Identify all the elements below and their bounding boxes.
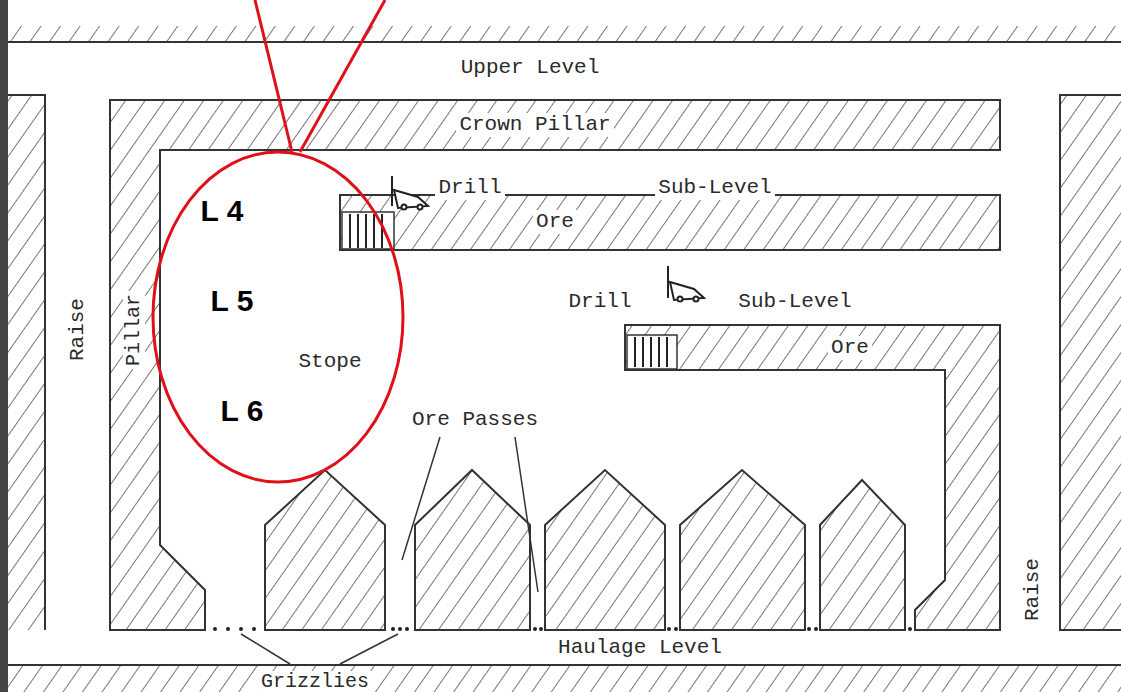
level-name: Haulage Level xyxy=(555,636,725,659)
scan-edge xyxy=(0,0,8,692)
level-number: L 6 xyxy=(218,394,267,427)
blast-holes xyxy=(342,212,394,249)
ore-band xyxy=(625,325,1000,630)
leader-line xyxy=(241,437,538,664)
pillar-rock xyxy=(110,100,1000,630)
rock-hatch xyxy=(8,26,1121,42)
upper-level-roof xyxy=(8,41,1121,43)
drill-symbol xyxy=(668,266,704,302)
blast-holes xyxy=(635,337,667,367)
raise-wall xyxy=(8,95,45,630)
callout-ellipse xyxy=(153,0,403,482)
raise-name: Raise xyxy=(1021,555,1044,624)
rock-hatch xyxy=(8,665,1121,692)
grizzly-name: Grizzlies xyxy=(258,671,372,692)
rock-hatch xyxy=(8,95,45,630)
level-number: L 4 xyxy=(198,194,247,227)
rock-hatch xyxy=(1060,95,1121,630)
ore-band xyxy=(340,195,1000,250)
level-number: L 5 xyxy=(208,284,257,317)
equipment-name: Drill xyxy=(565,290,634,313)
equipment-name: Drill xyxy=(435,176,504,199)
grizzly-dots xyxy=(213,627,912,631)
haulage-floor xyxy=(8,664,1121,666)
pillar-name: Pillar xyxy=(123,291,145,369)
pillar-name: Crown Pillar xyxy=(456,113,613,136)
ore-name: Ore xyxy=(533,210,577,233)
draw-cone xyxy=(265,470,905,630)
level-name: Sub-Level xyxy=(655,176,774,199)
drill-symbol xyxy=(392,176,428,210)
raise-wall xyxy=(1060,95,1121,630)
ore-pass-name: Ore Passes xyxy=(409,408,541,431)
raise-name: Raise xyxy=(66,295,89,364)
level-name: Upper Level xyxy=(458,56,603,79)
stope-name: Stope xyxy=(295,350,364,373)
level-name: Sub-Level xyxy=(735,290,854,313)
ore-name: Ore xyxy=(828,336,872,359)
blast-holes xyxy=(627,335,677,369)
